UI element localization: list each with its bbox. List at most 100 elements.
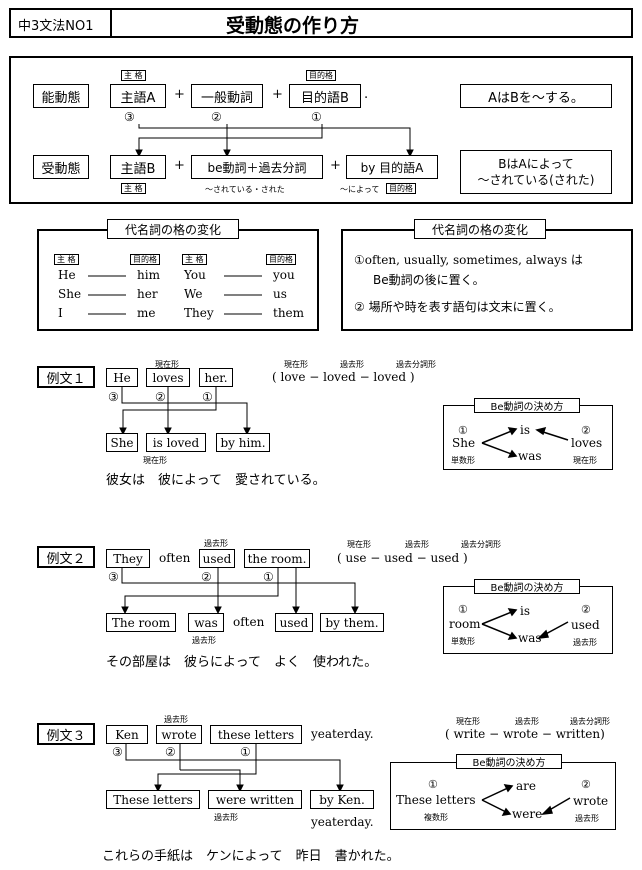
ex3-tense-under: 過去形 [214,813,238,822]
ex3-translation: これらの手紙は ケンによって 昨日 書かれた。 [102,849,400,864]
ex3-active-verb: wrote [156,725,202,744]
pronoun-o2-1: us [273,287,287,301]
ex2-passive-by: by them. [320,613,384,632]
ex3-be-verb-note: 過去形 [575,814,599,823]
ex3-be-subj-note: 複数形 [424,813,448,822]
object-tag: 目的格 [306,70,336,81]
ex1-num-3: ③ [108,390,119,404]
ex3-active-extra: yeaterday. [311,727,374,741]
ex2-translation: その部屋は 彼らによって よく 使われた。 [106,655,378,670]
pronoun-subj-tag-1: 主 格 [54,254,79,265]
ex1-form-label-0: 現在形 [284,360,308,369]
ex2-be-bottom: was [518,631,542,645]
subject-tag: 主 格 [121,70,146,81]
ex2-num-2: ② [201,570,212,584]
by-note: 〜によって [340,185,380,194]
passive-meaning-line-1: BはAによって [498,157,574,171]
ex1-translation: 彼女は 彼によって 愛されている。 [106,473,326,488]
pronoun-frame [37,229,319,331]
pronoun-o2-0: you [273,268,295,282]
pronoun-o1-1: her [137,287,158,301]
ex3-passive-extra: yeaterday. [311,815,374,829]
ex2-be-frame [443,586,613,654]
ex1-tense-under: 現在形 [143,456,167,465]
page-title: 受動態の作り方 [226,15,360,37]
active-meaning-box: AはBを〜する。 [460,84,612,108]
ex2-forms: ( use − used − used ) [337,551,468,565]
ex2-active-extra: often [159,551,191,565]
ex2-active-verb: used [199,549,235,568]
ex3-passive-verb: were written [208,790,302,809]
num-3: ③ [124,110,135,124]
ex1-be-subj: She [452,436,476,450]
pronoun-subj-tag-2: 主 格 [182,254,207,265]
ex2-active-object: the room. [244,549,310,568]
pronoun-s1-2: I [58,306,63,320]
pronoun-s2-1: We [184,287,203,301]
ex1-passive-by: by him. [216,433,270,452]
ex3-num-1: ① [240,745,251,759]
ex3-be-title: Be動詞の決め方 [456,754,562,769]
ex1-be-bottom: was [518,449,542,463]
ex2-form-label-0: 現在形 [347,540,371,549]
ex1-be-frame [443,405,613,470]
passive-meaning-line-2: 〜されている(された) [477,173,595,187]
ex1-active-subject: He [106,368,138,387]
ex1-passive-subject: She [106,433,138,452]
ex2-be-subj-note: 単数形 [451,637,475,646]
ex2-passive-extra: often [233,615,265,629]
ex3-passive-subject: These letters [106,790,200,809]
plus-2: + [272,87,283,102]
ex3-be-num-2: ② [581,778,591,791]
ex1-be-verb-note: 現在形 [573,456,597,465]
ex2-be-title: Be動詞の決め方 [474,579,580,594]
passive-subject-box: 主語B [110,155,166,179]
ex2-form-label-1: 過去形 [405,540,429,549]
ex2-num-1: ① [263,570,274,584]
ex2-num-3: ③ [108,570,119,584]
ex3-active-subject: Ken [106,725,148,744]
ex3-form-label-2: 過去分詞形 [570,717,610,726]
num-2: ② [211,110,222,124]
ex1-form-label-2: 過去分詞形 [396,360,436,369]
period: . [364,87,369,102]
ex2-active-subject: They [106,549,150,568]
active-verb-box: 一般動詞 [191,84,263,108]
ex1-active-object: her. [199,368,233,387]
example-1-label: 例文１ [37,366,95,388]
ex3-tense-over: 過去形 [164,715,188,724]
ex2-be-verb-note: 過去形 [573,638,597,647]
pronoun-s1-1: She [58,287,82,301]
example-2-label: 例文２ [37,546,95,568]
ex1-passive-verb: is loved [146,433,206,452]
passive-voice-label: 受動態 [33,155,89,179]
notes-title: 代名詞の格の変化 [414,219,546,239]
ex3-be-verb: wrote [573,794,609,808]
pronoun-s2-2: They [184,306,214,320]
ex3-be-subj: These letters [396,793,476,807]
passive-verb-note: 〜されている・された [205,185,285,194]
ex3-be-num-1: ① [428,778,438,791]
plus-3: + [174,158,185,173]
ex3-be-bottom: were [512,807,543,821]
plus-4: + [330,158,341,173]
ex1-forms: ( love − loved − loved ) [272,370,415,384]
ex2-tense-under: 過去形 [192,636,216,645]
ex2-be-verb: used [571,618,600,632]
pronoun-o1-2: me [137,306,156,320]
pronoun-title: 代名詞の格の変化 [107,219,239,239]
ex3-passive-by: by Ken. [310,790,374,809]
active-voice-label: 能動態 [33,84,89,108]
ex2-tense-over: 過去形 [204,539,228,548]
ex3-be-top: are [516,779,536,793]
active-object-box: 目的語B [289,84,361,108]
pronoun-o1-0: him [137,268,160,282]
note-1a: ①often, usually, sometimes, always は [354,253,583,267]
passive-by-box: by 目的語A [346,155,438,179]
